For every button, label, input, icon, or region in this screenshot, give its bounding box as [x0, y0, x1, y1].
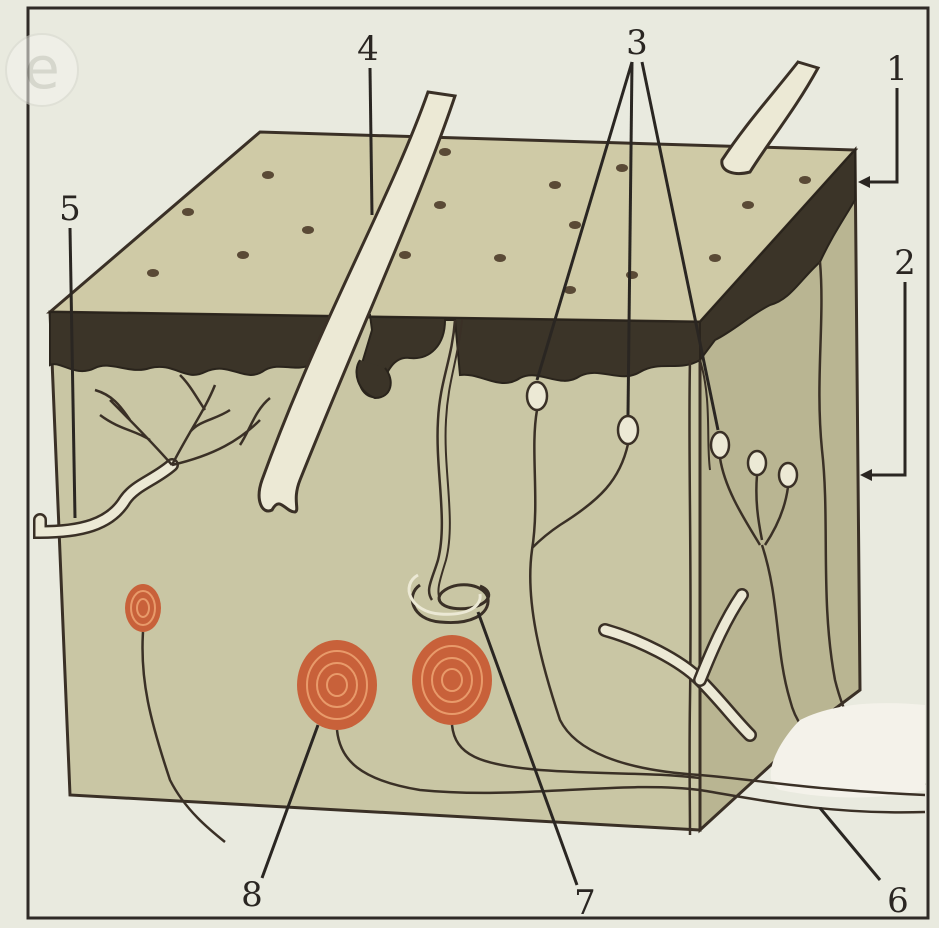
leader-1 — [868, 88, 897, 182]
leader-6 — [820, 808, 880, 880]
block-edge-line — [689, 360, 690, 835]
label-2: 2 — [894, 243, 916, 283]
watermark-glyph: e — [24, 34, 60, 102]
watermark-logo: e — [6, 34, 78, 106]
label-4: 4 — [357, 29, 379, 69]
label-3: 3 — [626, 23, 648, 63]
leader-4 — [370, 68, 372, 215]
leader-2 — [870, 282, 905, 475]
label-8: 8 — [241, 875, 263, 915]
label-5: 5 — [59, 189, 81, 229]
label-6: 6 — [887, 881, 909, 921]
label-1: 1 — [886, 49, 908, 89]
label-7: 7 — [574, 883, 596, 923]
